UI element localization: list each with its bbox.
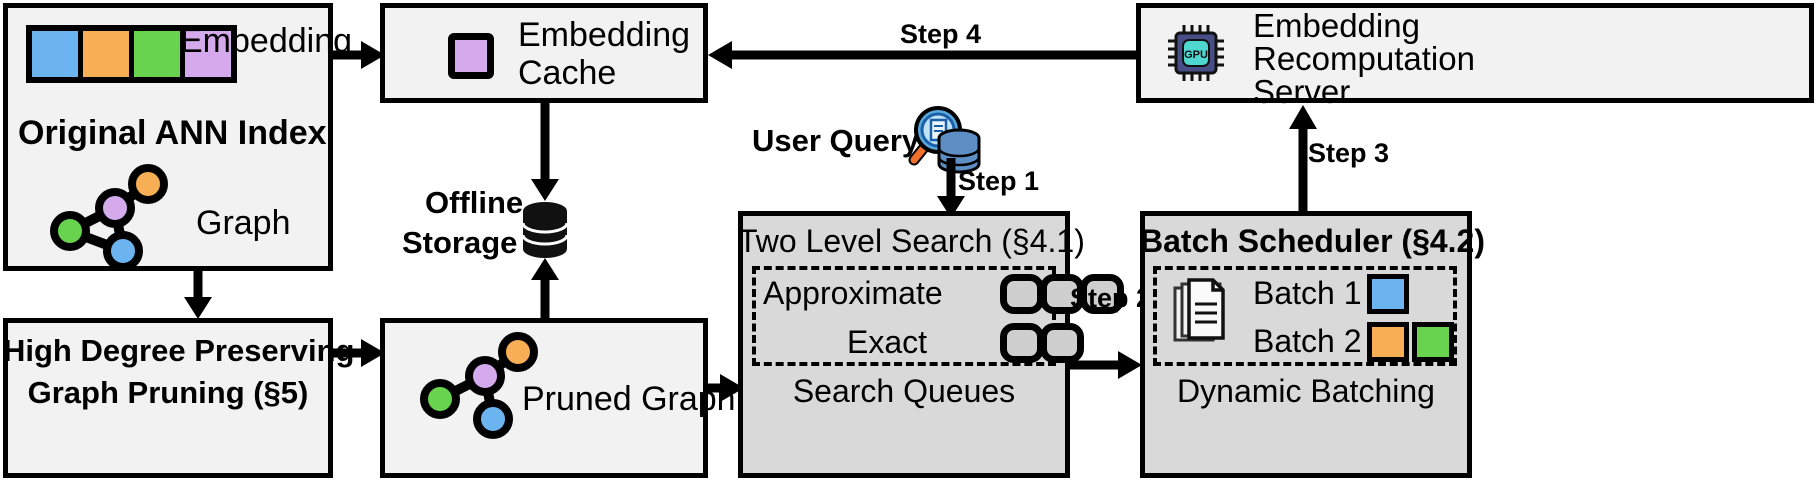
search-queues-dashed-region (752, 266, 1056, 366)
step4-label: Step 4 (900, 19, 982, 49)
embedding-swatch-blue (32, 31, 83, 77)
gpu-chip-icon-text: GPU (1184, 49, 1208, 61)
dynamic-batching-dashed-region (1153, 266, 1457, 366)
arrow-pruned-graph-to-storage (531, 258, 559, 318)
embedding-swatch-row (26, 25, 237, 83)
graph-pruning-line1: High Degree Preserving (3, 333, 355, 368)
exact-queue-slot-2[interactable] (1040, 323, 1084, 363)
embedding-cache-box (380, 3, 708, 103)
embedding-label: Embedding (180, 22, 353, 60)
recomputation-server-box (1136, 3, 1814, 103)
approximate-row-label: Approximate (763, 275, 943, 311)
step3-label: Step 3 (1308, 138, 1390, 168)
arrow-index-to-pruning (184, 271, 212, 319)
arrow-cache-to-storage (531, 103, 559, 201)
original-graph-icon (50, 164, 168, 271)
batch-1-swatch-blue (1367, 274, 1409, 314)
arrow-step3 (1289, 105, 1317, 213)
graph-pruning-box (3, 318, 333, 478)
database-cylinder-icon (521, 202, 569, 258)
arrow-pruned-graph-to-search (708, 374, 744, 402)
embedding-cache-line2: Cache (518, 54, 617, 92)
step2-label: Step 2 (1070, 283, 1152, 313)
approximate-queue-slot-3[interactable] (1080, 274, 1124, 314)
batch-2-swatch-orange (1367, 322, 1409, 362)
exact-queue-slot-1[interactable] (1000, 323, 1044, 363)
arrow-pruning-to-pruned-graph (333, 339, 385, 367)
arrow-step1 (937, 158, 965, 218)
pruned-graph-icon (420, 332, 538, 439)
batch-2-label: Batch 2 (1253, 323, 1362, 359)
arrow-step4 (708, 41, 1140, 69)
embedding-swatch-orange (83, 31, 134, 77)
batch-2-swatch-green (1412, 322, 1454, 362)
documents-stack-icon (1173, 278, 1225, 342)
embedding-swatch-green (134, 31, 185, 77)
pruned-graph-label: Pruned Graph (522, 380, 736, 418)
recomputation-server-line1: Embedding (1253, 7, 1420, 44)
two-level-search-title: Two Level Search (§4.1) (738, 223, 1085, 259)
graph-label: Graph (196, 204, 291, 242)
offline-storage-line2: Storage (402, 225, 518, 260)
embedding-cache-swatch (448, 33, 494, 79)
search-queues-footer: Search Queues (792, 373, 1016, 409)
embedding-swatch-purple (185, 31, 231, 77)
approximate-queue-slot-1[interactable] (1000, 274, 1044, 314)
dynamic-batching-footer: Dynamic Batching (1177, 373, 1435, 409)
exact-row-label: Exact (847, 324, 928, 360)
original-ann-index-title: Original ANN Index (18, 114, 327, 152)
batch-scheduler-title: Batch Scheduler (§4.2) (1140, 223, 1485, 259)
arrow-step2 (1070, 351, 1142, 379)
graph-pruning-line2: Graph Pruning (§5) (27, 375, 309, 410)
step1-label: Step 1 (958, 166, 1040, 196)
recomputation-server-line2: Recomputation (1253, 40, 1475, 77)
gpu-chip-icon: GPU (1168, 25, 1224, 81)
user-query-label: User Query (752, 123, 920, 158)
arrow-index-to-embedding-cache (333, 41, 385, 69)
batch-1-label: Batch 1 (1253, 275, 1362, 311)
offline-storage-line1: Offline (425, 185, 524, 220)
recomputation-server-line3: Server (1253, 73, 1351, 110)
embedding-cache-line1: Embedding (518, 16, 691, 54)
